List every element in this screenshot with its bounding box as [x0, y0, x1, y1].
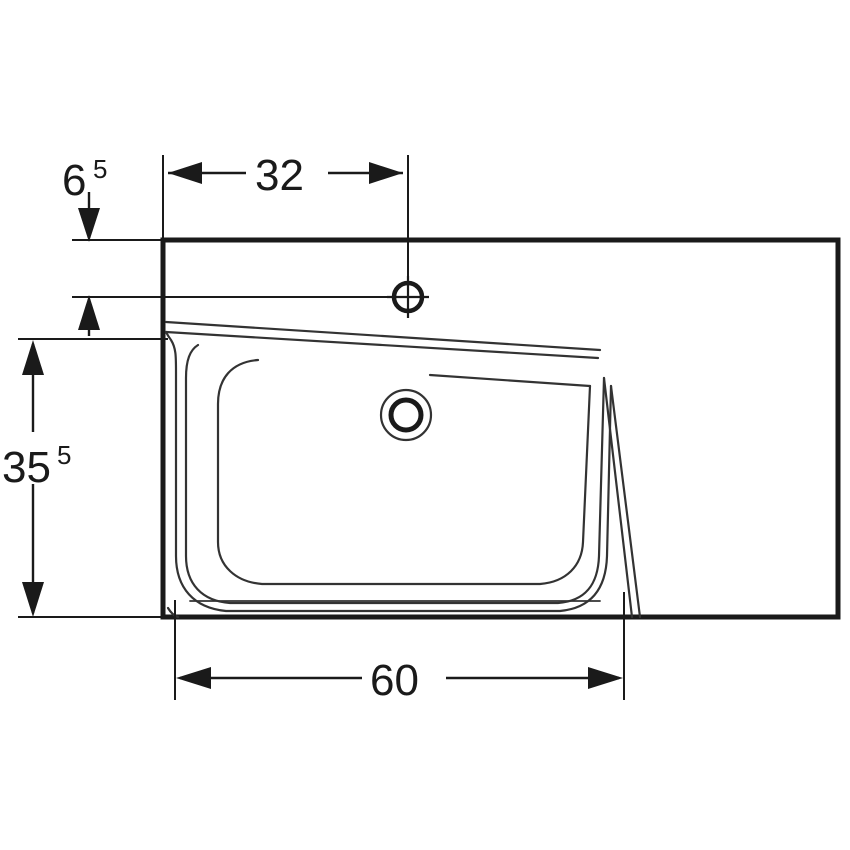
dim-32-arrow-left — [168, 162, 202, 184]
dim-32-label-backdrop — [246, 150, 328, 196]
dim-32-label: 32 — [255, 151, 304, 200]
dimension-width: 60 — [176, 654, 623, 705]
dim-355-arrow-down — [22, 582, 44, 617]
dim-65-arrow-down — [78, 208, 100, 242]
waste-outlet — [379, 388, 433, 442]
dim-60-label: 60 — [370, 656, 419, 705]
dim-355-superscript: 5 — [57, 440, 71, 470]
countertop-outline — [160, 237, 841, 620]
dimension-rim-pointer — [78, 295, 100, 336]
dim-65-superscript: 5 — [93, 154, 107, 184]
dimension-tap-hole-offset: 32 — [168, 150, 403, 200]
basin-inner-rim-right — [428, 373, 592, 388]
dimension-depth: 35 5 — [0, 340, 90, 617]
dim-60-label-backdrop — [362, 654, 446, 702]
dim-355-label: 35 — [2, 443, 51, 492]
extension-lines — [18, 155, 625, 700]
basin-middle-contour — [184, 343, 606, 605]
basin-rim-top-outer — [164, 320, 602, 352]
dim-355-label-backdrop — [0, 432, 90, 484]
waste-outlet-inner-circle — [388, 397, 424, 433]
dim-355-arrow-up — [22, 340, 44, 375]
dim-60-arrow-left — [176, 667, 211, 689]
countertop-slab-edge — [160, 237, 841, 620]
basin-right-apron-inner — [602, 376, 634, 619]
dim-rim-pointer-arrow-up — [78, 295, 100, 330]
dim-60-arrow-right — [588, 667, 623, 689]
basin-right-apron-outer — [609, 384, 642, 619]
dim-65-label: 6 — [62, 156, 86, 205]
basin-inner-contour — [216, 358, 592, 586]
waste-outlet-outer-circle — [379, 388, 433, 442]
basin-outer-contour — [164, 330, 613, 613]
dimension-offset-top: 6 5 — [62, 154, 107, 242]
basin-rim-top-outer-2 — [164, 330, 600, 360]
basin-bowl-outline — [164, 320, 642, 619]
basin-bottom-left-fillet — [166, 606, 180, 619]
dim-32-arrow-right — [369, 162, 403, 184]
